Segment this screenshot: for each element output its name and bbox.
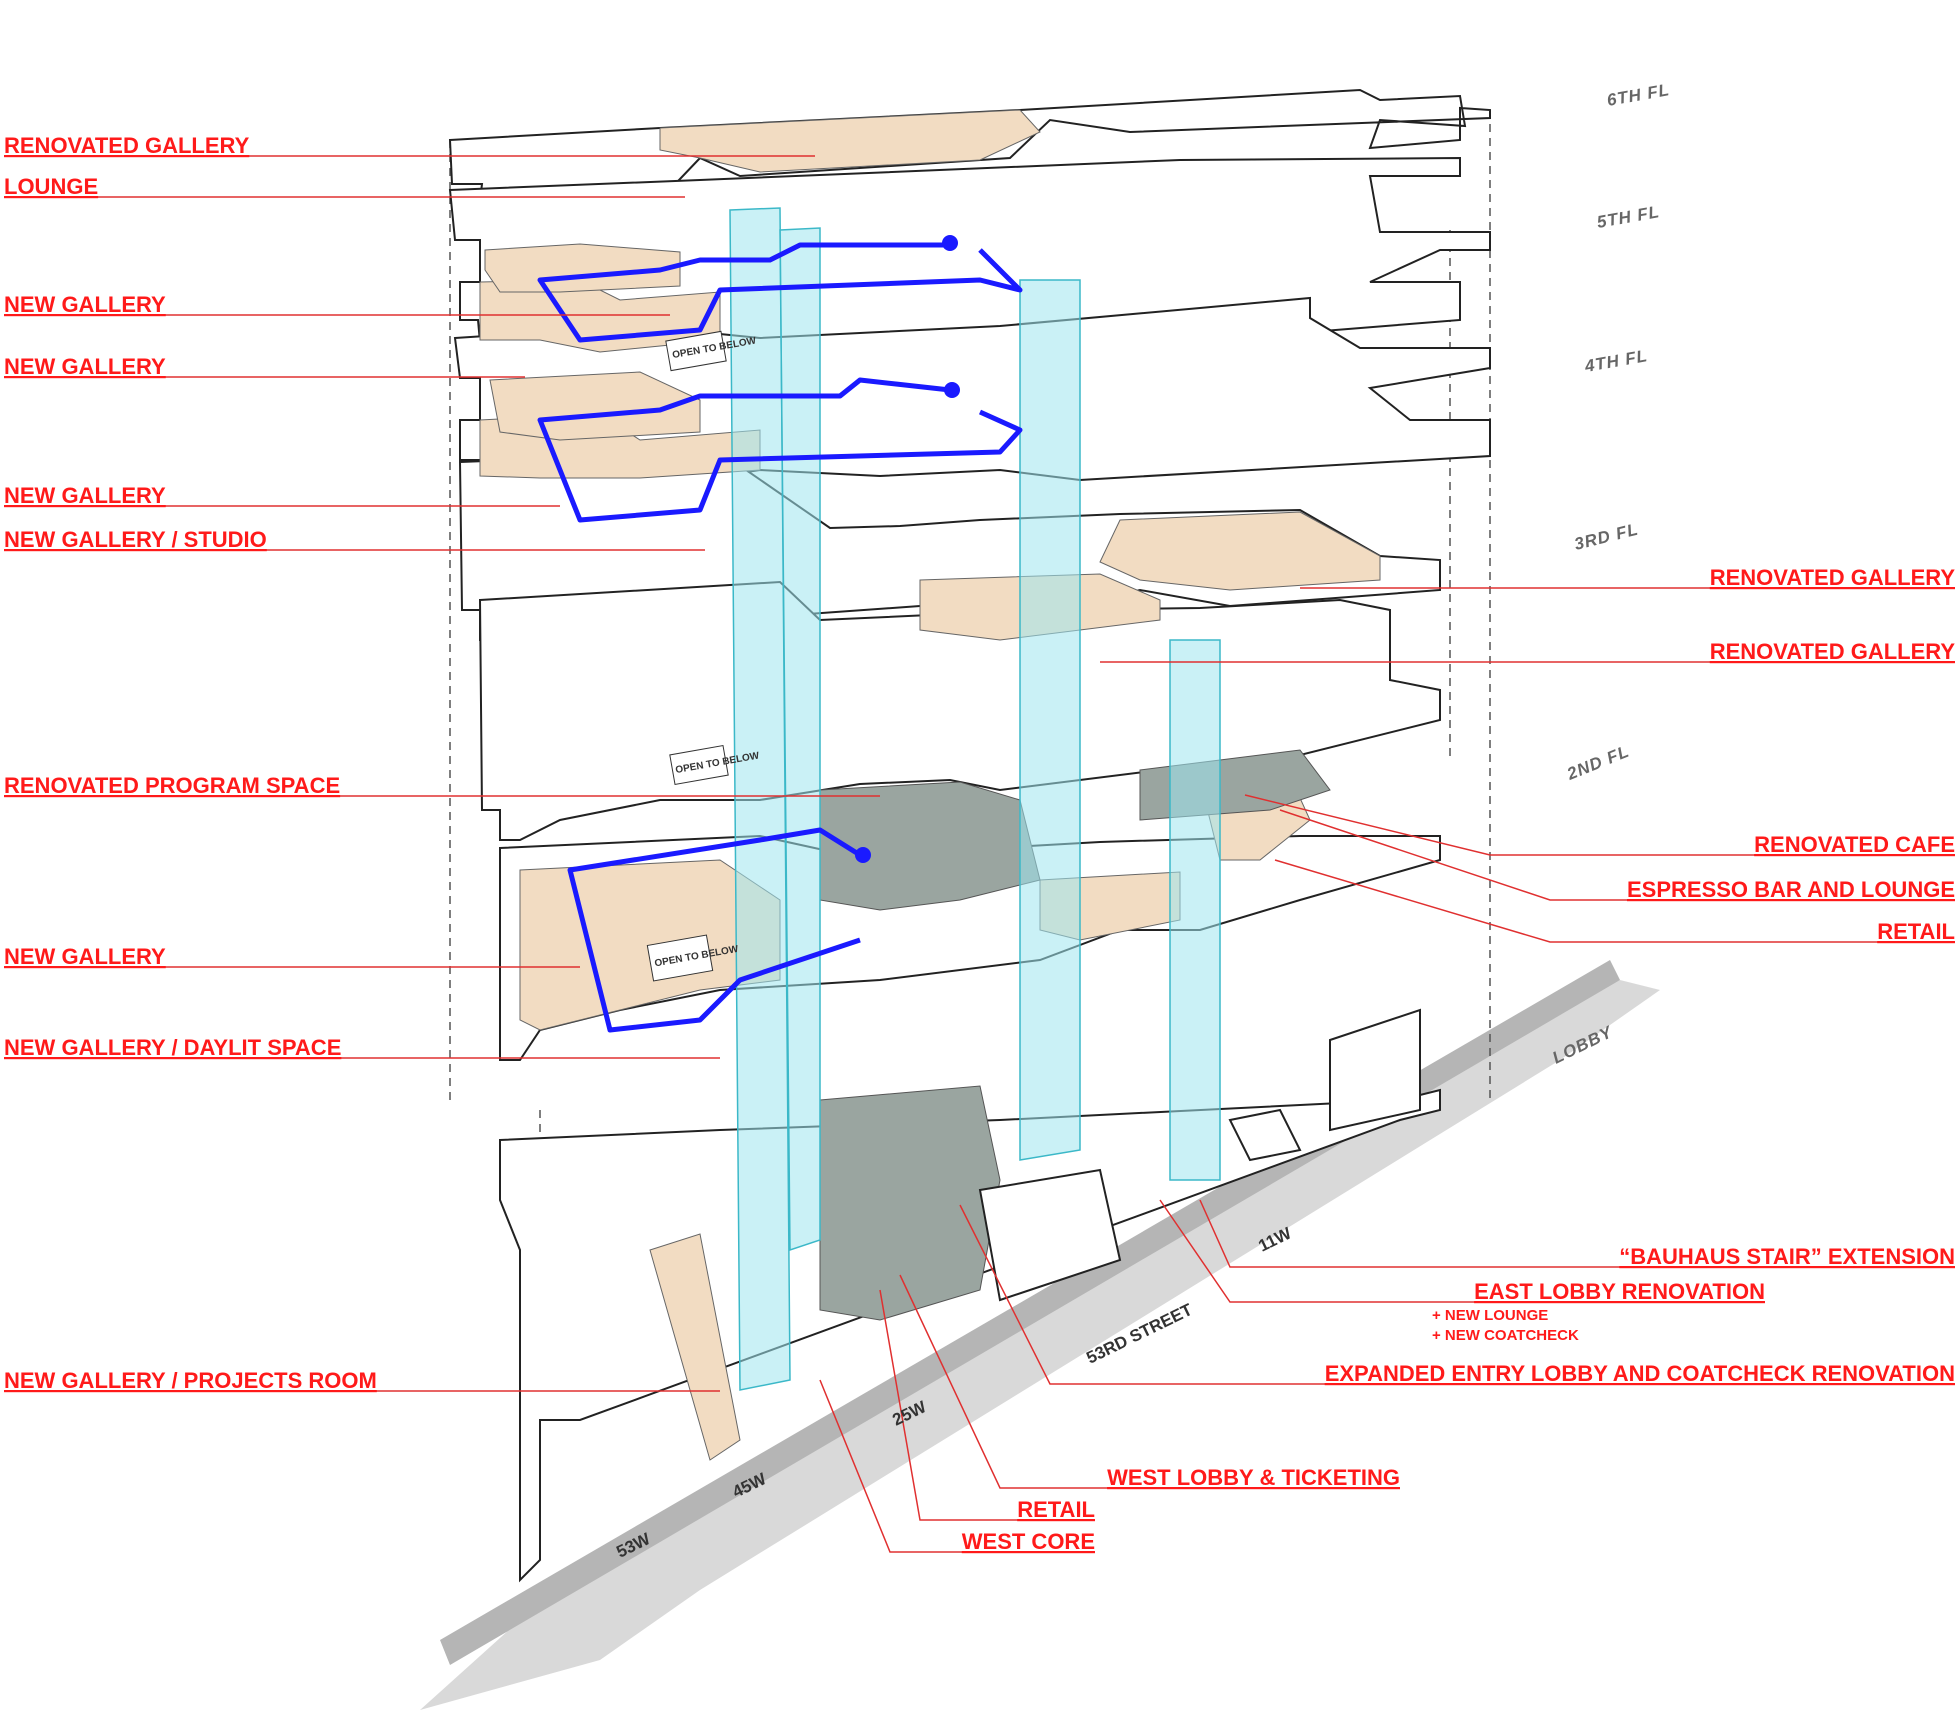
callout-west-core: WEST CORE (962, 1529, 1095, 1554)
callout-retail-west: RETAIL (1017, 1497, 1095, 1522)
glass-cores (729, 207, 1221, 1391)
circulation-node-2nd (855, 847, 871, 863)
callout-new-gallery-projects: NEW GALLERY / PROJECTS ROOM (4, 1368, 377, 1393)
west-core (729, 207, 791, 1391)
callout-renovated-gallery-6th: RENOVATED GALLERY (4, 133, 250, 158)
program-space-2nd (819, 781, 1041, 911)
callout-new-gallery-5th-b: NEW GALLERY (4, 354, 166, 379)
circulation-2nd (567, 827, 862, 1033)
east-core (1169, 639, 1221, 1181)
floor-label-6th: 6TH FL (1605, 80, 1671, 110)
circulation-4th (537, 377, 1023, 523)
callout-renovated-gallery-3rd-a: RENOVATED GALLERY (1710, 565, 1956, 590)
callout-renovated-gallery-3rd-b: RENOVATED GALLERY (1710, 639, 1956, 664)
floor-labels: 6TH FL 5TH FL 4TH FL 3RD FL 2ND FL LOBBY (1549, 80, 1671, 1067)
callout-east-lobby: EAST LOBBY RENOVATION (1474, 1279, 1765, 1304)
floor-label-4th: 4TH FL (1582, 346, 1649, 376)
circulation-paths (537, 242, 1023, 1033)
gallery-projects-room (649, 1233, 741, 1461)
lobby-shells (978, 1008, 1421, 1302)
circulation-nodes (855, 235, 960, 863)
callout-new-gallery-daylit: NEW GALLERY / DAYLIT SPACE (4, 1035, 341, 1060)
leader-lines (4, 155, 1955, 1553)
note-new-coatcheck: + NEW COATCHECK (1432, 1327, 1579, 1344)
west-core-2 (779, 227, 821, 1252)
note-new-lounge: + NEW LOUNGE (1432, 1307, 1548, 1324)
callout-espresso-bar: ESPRESSO BAR AND LOUNGE (1627, 877, 1955, 902)
mid-core (1019, 279, 1081, 1161)
callout-renovated-cafe: RENOVATED CAFE (1754, 832, 1955, 857)
bottom-callouts: WEST LOBBY & TICKETING RETAIL WEST CORE (962, 1465, 1400, 1554)
floor-label-3rd: 3RD FL (1572, 520, 1640, 554)
left-callouts: RENOVATED GALLERY LOUNGE NEW GALLERY NEW… (4, 133, 377, 1393)
east-lobby-block (978, 1168, 1122, 1302)
callout-new-gallery-studio: NEW GALLERY / STUDIO (4, 527, 267, 552)
callout-west-lobby-ticketing: WEST LOBBY & TICKETING (1107, 1465, 1400, 1490)
floor-label-2nd: 2ND FL (1563, 742, 1632, 785)
callout-new-gallery-4th: NEW GALLERY (4, 483, 166, 508)
callout-lounge: LOUNGE (4, 174, 98, 199)
east-lobby-shell (1329, 1008, 1421, 1132)
gallery-3rd-east (1099, 511, 1381, 591)
right-callouts: RENOVATED GALLERY RENOVATED GALLERY RENO… (1325, 565, 1956, 1386)
stair-block (1228, 1108, 1302, 1162)
callout-retail-east: RETAIL (1877, 919, 1955, 944)
circulation-node-4th (944, 382, 960, 398)
circulation-node-5th (942, 235, 958, 251)
callout-new-gallery-5th-a: NEW GALLERY (4, 292, 166, 317)
callout-expanded-entry-lobby: EXPANDED ENTRY LOBBY AND COATCHECK RENOV… (1325, 1361, 1955, 1386)
lobby-floor (819, 1085, 1001, 1321)
callout-new-gallery-2nd: NEW GALLERY (4, 944, 166, 969)
callout-renovated-program-space: RENOVATED PROGRAM SPACE (4, 773, 340, 798)
callout-bauhaus-stair: “BAUHAUS STAIR” EXTENSION (1619, 1244, 1955, 1269)
gallery-5th-west-upper (484, 243, 681, 293)
floor-label-5th: 5TH FL (1595, 202, 1661, 232)
circulation-5th (537, 242, 1023, 343)
open-to-below-notes: OPEN TO BELOW OPEN TO BELOW OPEN TO BELO… (646, 330, 761, 982)
